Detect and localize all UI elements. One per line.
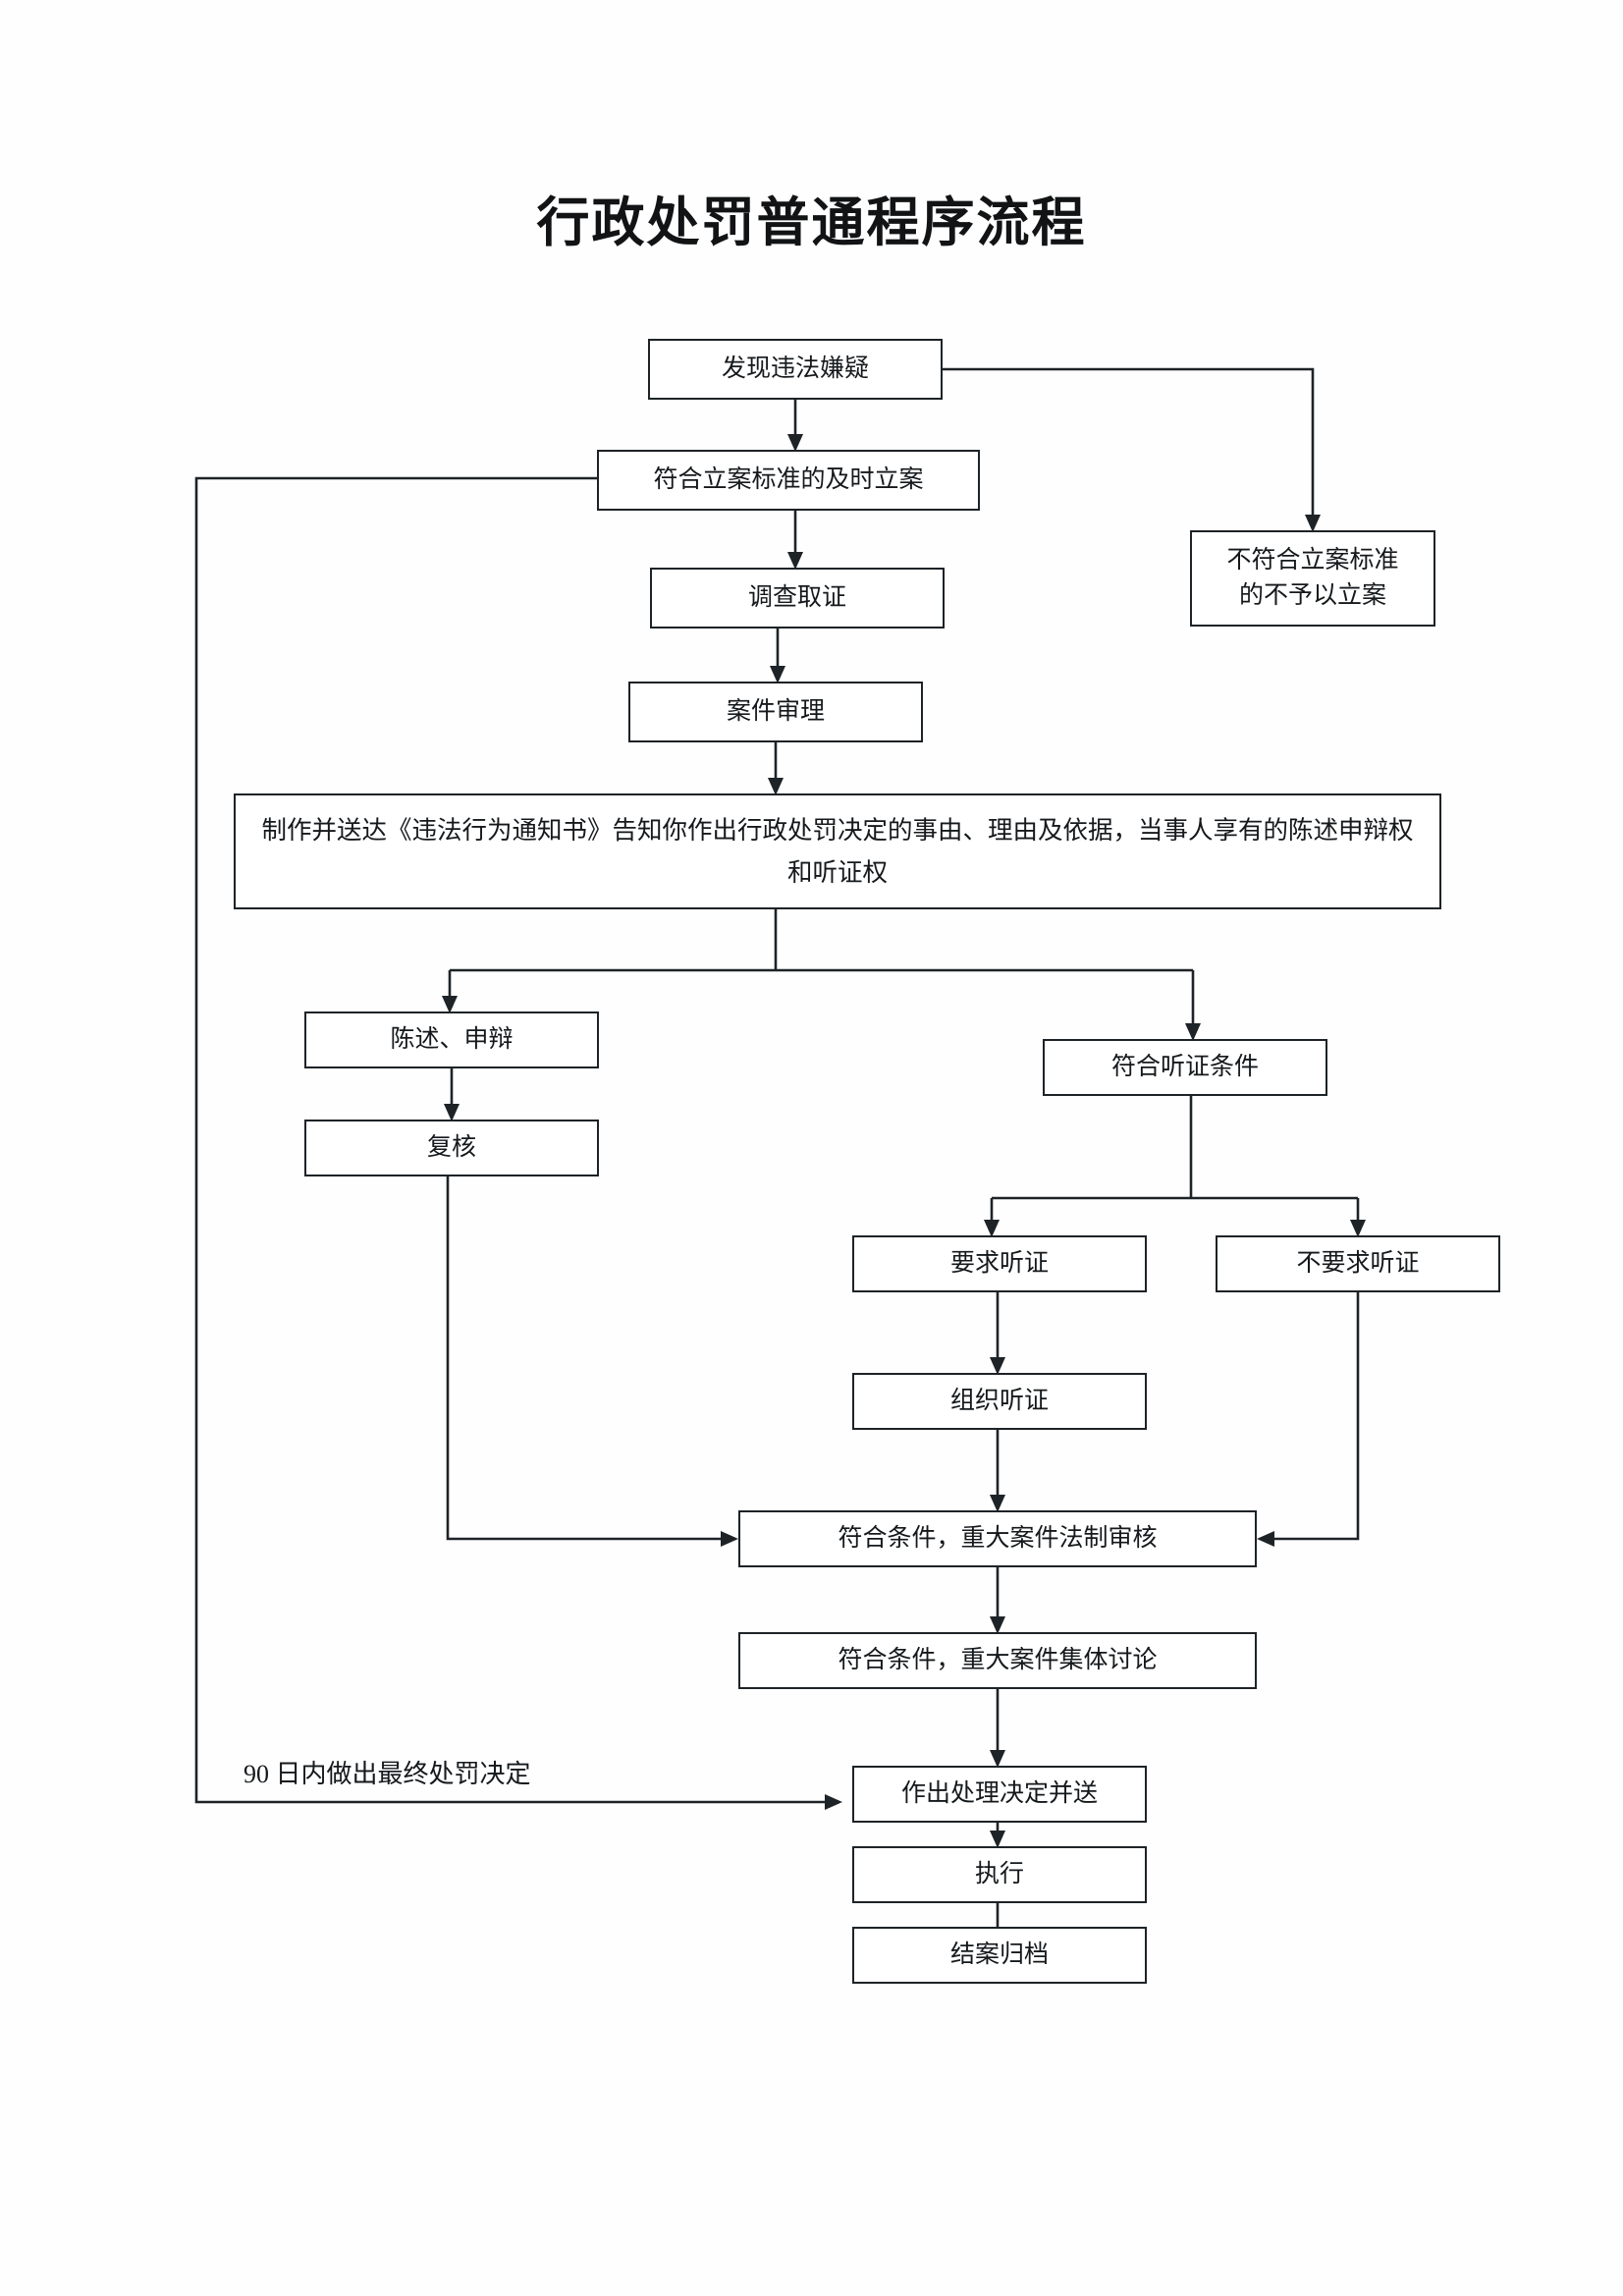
node-execute[interactable]: 执行 bbox=[852, 1846, 1147, 1903]
node-label: 符合听证条件 bbox=[1110, 1053, 1259, 1080]
arrowhead bbox=[721, 1531, 738, 1547]
arrowhead bbox=[444, 1104, 460, 1121]
arrowhead bbox=[990, 1616, 1005, 1634]
node-label: 复核 bbox=[426, 1133, 476, 1161]
arrowhead bbox=[442, 996, 458, 1013]
node-hearing-condition[interactable]: 符合听证条件 bbox=[1043, 1039, 1327, 1096]
arrowhead bbox=[1305, 515, 1321, 532]
arrowhead bbox=[1257, 1531, 1274, 1547]
node-decision[interactable]: 作出处理决定并送 bbox=[852, 1766, 1147, 1823]
node-label: 要求听证 bbox=[949, 1249, 1049, 1277]
edge-filecase-decision-90days bbox=[194, 476, 830, 1804]
arrowhead bbox=[990, 1750, 1005, 1768]
arrowhead bbox=[768, 778, 784, 795]
node-label: 作出处理决定并送 bbox=[900, 1779, 1098, 1807]
node-label: 符合立案标准的及时立案 bbox=[653, 465, 924, 493]
node-file-case[interactable]: 符合立案标准的及时立案 bbox=[597, 450, 980, 511]
arrowhead bbox=[990, 1357, 1005, 1375]
node-label: 执行 bbox=[974, 1860, 1024, 1887]
node-organize-hearing[interactable]: 组织听证 bbox=[852, 1373, 1147, 1430]
edge-discover-nofilecase bbox=[943, 367, 1315, 520]
arrowhead bbox=[984, 1220, 1000, 1237]
node-recheck[interactable]: 复核 bbox=[304, 1120, 599, 1176]
node-label: 发现违法嫌疑 bbox=[721, 355, 869, 382]
arrowhead bbox=[1185, 1023, 1201, 1041]
arrowhead bbox=[990, 1831, 1005, 1848]
edge-norequest-legalreview bbox=[1269, 1292, 1360, 1541]
node-label: 不符合立案标准 的不予以立案 bbox=[1226, 546, 1399, 609]
node-case-review[interactable]: 案件审理 bbox=[628, 682, 923, 742]
node-notice[interactable]: 制作并送达《违法行为通知书》告知你作出行政处罚决定的事由、理由及依据，当事人享有… bbox=[234, 793, 1441, 909]
node-statement[interactable]: 陈述、申辩 bbox=[304, 1011, 599, 1068]
node-no-request-hearing[interactable]: 不要求听证 bbox=[1216, 1235, 1500, 1292]
node-label: 结案归档 bbox=[949, 1941, 1049, 1968]
node-legal-review[interactable]: 符合条件，重大案件法制审核 bbox=[738, 1510, 1257, 1567]
node-no-file-case[interactable]: 不符合立案标准 的不予以立案 bbox=[1190, 530, 1435, 627]
arrowhead bbox=[787, 552, 803, 570]
node-label: 调查取证 bbox=[747, 583, 846, 611]
node-archive[interactable]: 结案归档 bbox=[852, 1927, 1147, 1984]
node-investigate[interactable]: 调查取证 bbox=[650, 568, 945, 629]
node-label: 陈述、申辩 bbox=[390, 1025, 514, 1053]
arrowhead bbox=[990, 1495, 1005, 1512]
arrowhead bbox=[787, 434, 803, 452]
arrowhead bbox=[1350, 1220, 1366, 1237]
edge-recheck-legalreview bbox=[446, 1176, 727, 1541]
node-collective-discussion[interactable]: 符合条件，重大案件集体讨论 bbox=[738, 1632, 1257, 1689]
arrowhead bbox=[770, 666, 785, 683]
arrowhead bbox=[825, 1794, 842, 1810]
annotation-ninety-days: 90 日内做出最终处罚决定 bbox=[243, 1754, 531, 1790]
node-label: 组织听证 bbox=[949, 1387, 1049, 1414]
node-label: 符合条件，重大案件法制审核 bbox=[838, 1524, 1158, 1552]
page-title: 行政处罚普通程序流程 bbox=[536, 193, 1087, 252]
node-request-hearing[interactable]: 要求听证 bbox=[852, 1235, 1147, 1292]
node-label: 案件审理 bbox=[726, 697, 825, 725]
annotation-label: 90 日内做出最终处罚决定 bbox=[243, 1760, 531, 1788]
node-discover[interactable]: 发现违法嫌疑 bbox=[648, 339, 943, 400]
node-label: 不要求听证 bbox=[1296, 1249, 1420, 1277]
node-label: 制作并送达《违法行为通知书》告知你作出行政处罚决定的事由、理由及依据，当事人享有… bbox=[261, 815, 1414, 887]
node-label: 符合条件，重大案件集体讨论 bbox=[838, 1646, 1158, 1673]
